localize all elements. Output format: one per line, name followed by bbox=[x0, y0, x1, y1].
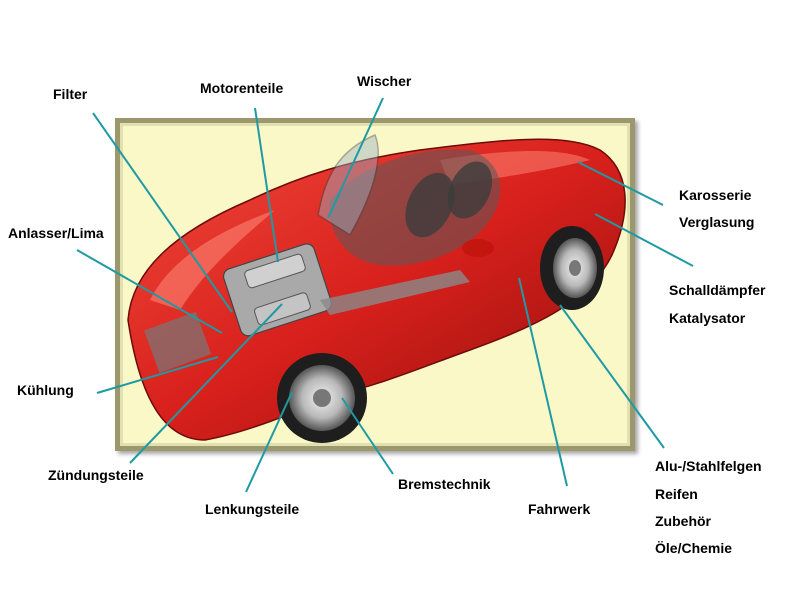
label-alu-stahlfelgen: Alu-/Stahlfelgen bbox=[655, 458, 762, 474]
label-fahrwerk: Fahrwerk bbox=[528, 501, 591, 517]
leader-line-filter bbox=[92, 112, 233, 313]
car-body bbox=[127, 134, 626, 443]
label-zuendungsteile: Zündungsteile bbox=[48, 467, 144, 483]
leader-line-lenkungsteile bbox=[245, 391, 293, 493]
leader-line-karosserie bbox=[577, 161, 664, 206]
label-reifen: Reifen bbox=[655, 486, 698, 502]
leader-line-motorenteile bbox=[254, 107, 279, 263]
label-filter: Filter bbox=[53, 86, 88, 102]
leader-line-zuendungsteile bbox=[129, 303, 283, 464]
leader-lines bbox=[76, 97, 694, 493]
leader-line-anlasser bbox=[76, 249, 223, 334]
label-oele-chemie: Öle/Chemie bbox=[655, 540, 733, 556]
label-schalldaempfer: Schalldämpfer bbox=[669, 282, 766, 298]
label-bremstechnik: Bremstechnik bbox=[398, 476, 491, 492]
label-zubehoer: Zubehör bbox=[655, 513, 711, 529]
label-karosserie: Karosserie bbox=[679, 187, 752, 203]
label-motorenteile: Motorenteile bbox=[200, 80, 284, 96]
leader-line-fahrwerk bbox=[518, 277, 568, 487]
label-anlasser-lima: Anlasser/Lima bbox=[8, 225, 104, 241]
label-verglasung: Verglasung bbox=[679, 214, 755, 230]
leader-line-felgen bbox=[559, 304, 665, 449]
label-kuehlung: Kühlung bbox=[17, 382, 74, 398]
label-wischer: Wischer bbox=[357, 73, 412, 89]
label-katalysator: Katalysator bbox=[669, 310, 746, 326]
leader-line-bremstechnik bbox=[341, 397, 394, 475]
label-lenkungsteile: Lenkungsteile bbox=[205, 501, 300, 517]
leader-line-wischer bbox=[327, 97, 384, 219]
leader-line-schalldaempfer bbox=[594, 213, 694, 267]
leader-line-kuehlung bbox=[96, 356, 219, 394]
